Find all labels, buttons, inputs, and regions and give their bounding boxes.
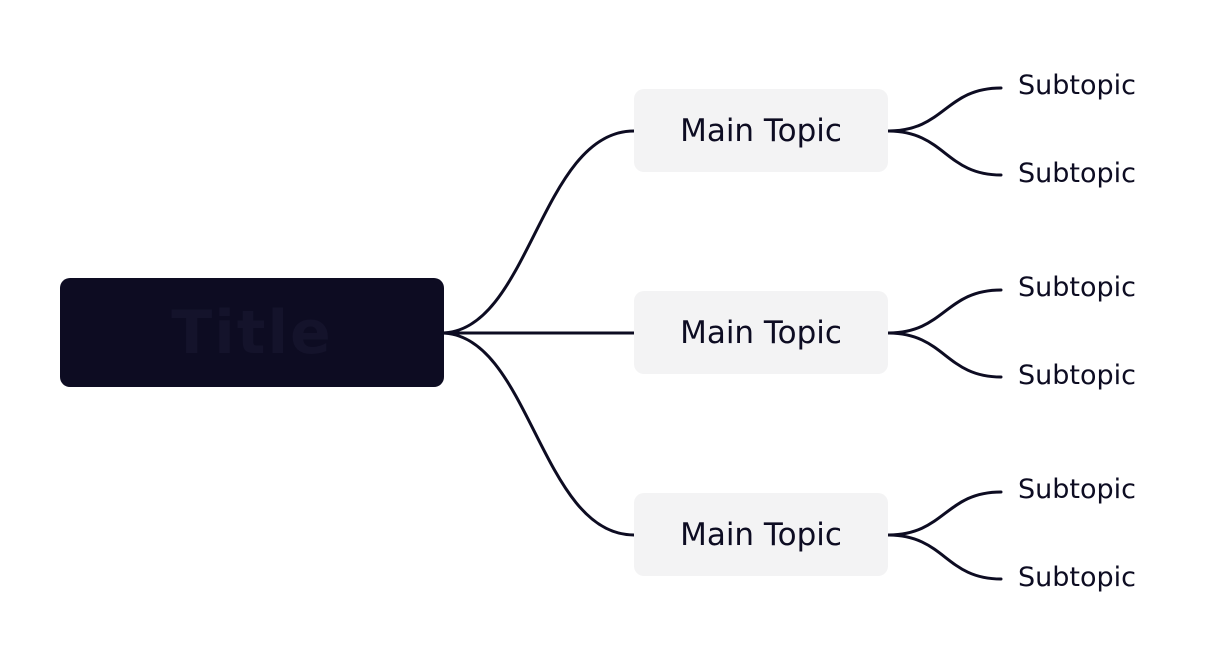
connector-main-1-to-subtopic-1	[886, 86, 1003, 133]
main-topic-label: Main Topic	[680, 112, 842, 149]
connector-main-3-to-subtopic-2	[886, 533, 1003, 581]
main-topic-node-3[interactable]: Main Topic	[634, 493, 888, 576]
central-topic-label: Title	[171, 297, 333, 368]
subtopic-3-1[interactable]: Subtopic	[1018, 474, 1136, 505]
subtopic-1-1[interactable]: Subtopic	[1018, 70, 1136, 101]
connector-main-3-to-subtopic-1	[886, 490, 1003, 537]
subtopic-1-2[interactable]: Subtopic	[1018, 158, 1136, 189]
main-topic-node-2[interactable]: Main Topic	[634, 291, 888, 374]
subtopic-3-2[interactable]: Subtopic	[1018, 562, 1136, 593]
connector-main-2-to-subtopic-2	[886, 331, 1003, 379]
connector-main-1-to-subtopic-2	[886, 129, 1003, 177]
connector-central-to-main-1	[439, 129, 636, 335]
subtopic-2-1[interactable]: Subtopic	[1018, 272, 1136, 303]
connector-main-2-to-subtopic-1	[886, 288, 1003, 335]
main-topic-label: Main Topic	[680, 314, 842, 351]
main-topic-node-1[interactable]: Main Topic	[634, 89, 888, 172]
main-topic-label: Main Topic	[680, 516, 842, 553]
subtopic-2-2[interactable]: Subtopic	[1018, 360, 1136, 391]
connector-central-to-main-3	[439, 331, 636, 537]
central-topic-node[interactable]: Title	[60, 278, 444, 387]
